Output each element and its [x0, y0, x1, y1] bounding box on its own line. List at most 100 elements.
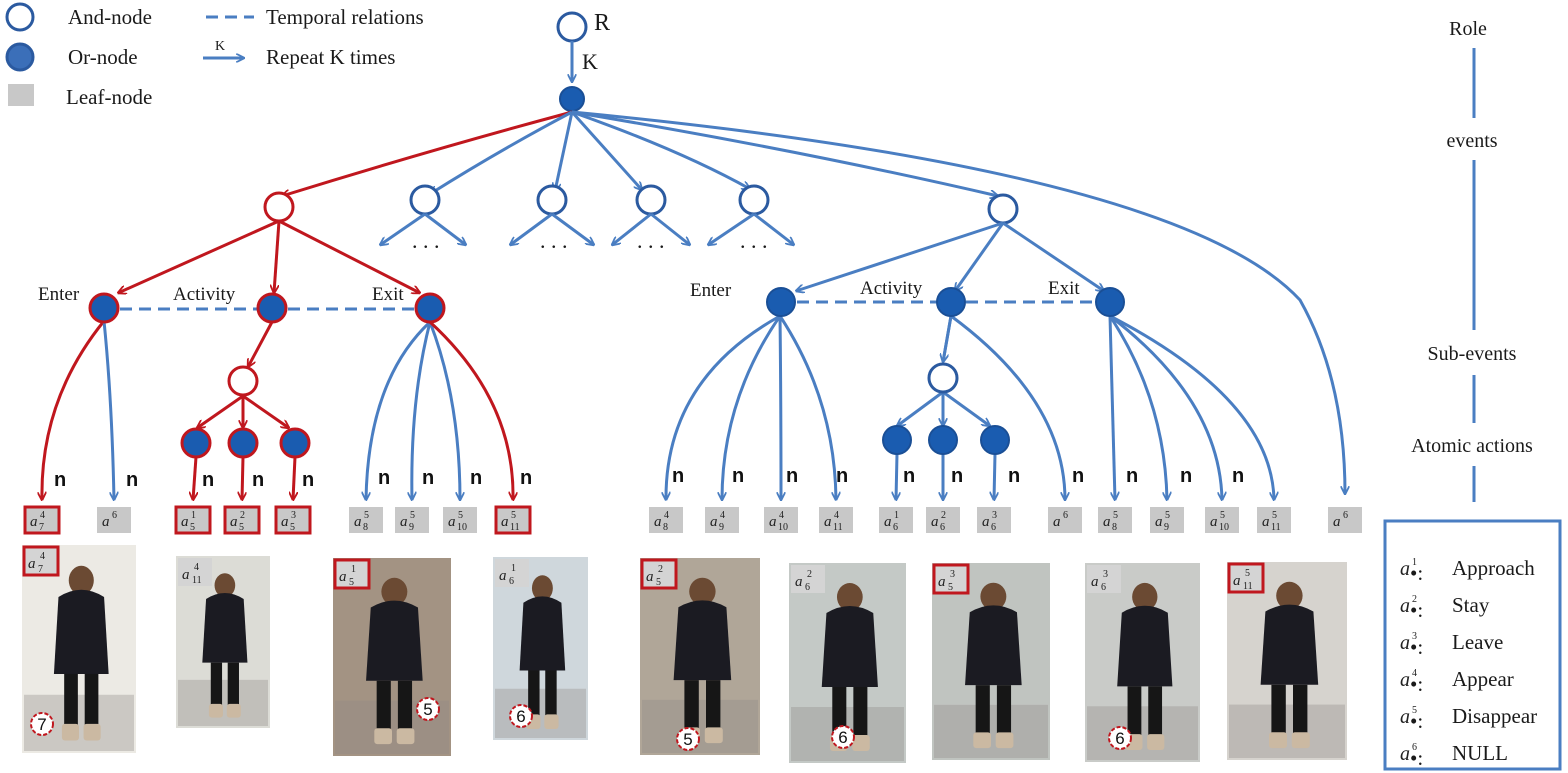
photo-label-sup: 3 [1103, 569, 1108, 580]
photo-label: a [182, 567, 190, 583]
leaf-label: a [501, 514, 509, 530]
n-label-6: n [378, 467, 390, 489]
n-label-15: n [951, 465, 963, 487]
right-activity-and-node [927, 362, 959, 394]
right-activity-edge [943, 315, 953, 362]
leaf-sub: 5 [239, 522, 244, 533]
left-subtree-edges [42, 219, 513, 500]
leaf-label: a [30, 514, 38, 530]
edge-to-event-4 [570, 110, 642, 190]
photo-label-sub: 5 [349, 577, 354, 588]
left-activity-label: Activity [173, 284, 236, 305]
photo-badge: 5 [683, 730, 692, 749]
photo-label: a [1233, 573, 1241, 589]
leaf-sub: 5 [190, 522, 195, 533]
photo-badge: 6 [516, 707, 525, 726]
leaf-sup: 4 [779, 510, 784, 521]
leaf-sub: 9 [1164, 522, 1169, 533]
leaf-sup: 5 [364, 510, 369, 521]
action-def-symbol: a [1400, 558, 1410, 580]
leaf-label: a [230, 514, 238, 530]
photo-label-sub: 5 [656, 577, 661, 588]
n-label-20: n [1232, 465, 1244, 487]
leaf-label: a [1333, 514, 1341, 530]
leaf-sup: 2 [240, 510, 245, 521]
leaf-sub: 9 [719, 522, 724, 533]
leaf-sup: 1 [894, 510, 899, 521]
left-enter-or-node [88, 292, 120, 324]
photo-label-sub: 6 [1101, 582, 1106, 593]
leaf-label: a [400, 514, 408, 530]
level-events-label: events [1446, 130, 1497, 152]
left-activity-or-node [256, 292, 288, 324]
left-stay-or-node [227, 427, 259, 459]
action-def-name: Stay [1452, 593, 1490, 617]
person-figure [53, 565, 109, 741]
leaf-sub: 11 [510, 522, 520, 533]
leaf-label: a [824, 514, 832, 530]
action-def-dot: •: [1410, 709, 1423, 733]
action-def-symbol: a [1400, 632, 1410, 654]
event-3-and-node [536, 184, 568, 216]
leaf-sub: 10 [457, 522, 467, 533]
leaf-sup: 5 [410, 510, 415, 521]
n-label-11: n [732, 465, 744, 487]
legend-leaf-node-label: Leaf-node [66, 85, 152, 109]
n-label-18: n [1126, 465, 1138, 487]
legend-temporal-label: Temporal relations [266, 5, 424, 29]
event-4-and-node [635, 184, 667, 216]
leaf-label: a [931, 514, 939, 530]
photo-label-sub: 6 [805, 582, 810, 593]
leaf-label: a [102, 514, 110, 530]
right-enter-label: Enter [690, 280, 732, 301]
right-stay-or-node [928, 425, 958, 455]
leaf-sup: 6 [112, 510, 117, 521]
action-def-name: Appear [1452, 667, 1514, 691]
level-labels: Role events Sub-events Atomic actions [1411, 18, 1533, 502]
photo-label-sub: 11 [1243, 581, 1253, 592]
leaf-sup: 4 [720, 510, 725, 521]
right-enter-or-node [766, 287, 796, 317]
action-def-sup: 1 [1412, 557, 1417, 568]
person-figure [519, 575, 566, 730]
person-figure [1260, 581, 1319, 749]
leaf-sup: 5 [511, 510, 516, 521]
leaf-sup: 5 [1272, 510, 1277, 521]
photo-label-sub: 6 [509, 576, 514, 587]
legend-repeat-label: Repeat K times [266, 45, 395, 69]
photo-label-sup: 5 [1245, 568, 1250, 579]
photo-label: a [28, 556, 36, 572]
root-and-node [556, 11, 588, 43]
leaf-sup: 4 [834, 510, 839, 521]
photo-label-sup: 3 [950, 569, 955, 580]
edge-to-event-2 [430, 110, 573, 194]
n-label-8: n [470, 467, 482, 489]
legend-repeat-k: K [215, 39, 225, 54]
leaf-sub: 10 [778, 522, 788, 533]
left-exit-or-node [414, 292, 446, 324]
leaf-label: a [710, 514, 718, 530]
action-def-sup: 5 [1412, 705, 1417, 716]
n-label-9: n [520, 467, 532, 489]
leaf-sup: 4 [40, 510, 45, 521]
leaf-sub: 11 [1271, 522, 1281, 533]
left-enter-label: Enter [38, 284, 80, 305]
right-exit-or-node [1095, 287, 1125, 317]
photo-label-sub: 11 [192, 575, 202, 586]
